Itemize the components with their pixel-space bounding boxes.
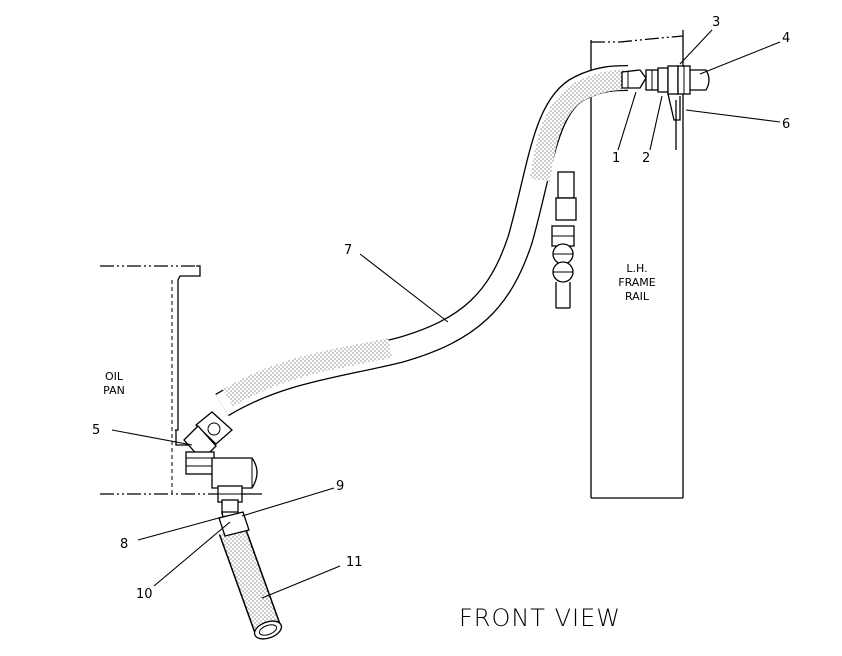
- callout-11: 11: [346, 555, 363, 570]
- lower-hose-fitting: [183, 411, 233, 475]
- frame-rail-label-line3: RAIL: [625, 290, 650, 303]
- callout-8: 8: [120, 537, 128, 552]
- callout-5: 5: [92, 423, 100, 438]
- leader-lines: [111, 29, 781, 599]
- secondary-line: [551, 171, 577, 309]
- callout-4: 4: [782, 31, 790, 46]
- drain-hose: [218, 511, 283, 640]
- callout-2: 2: [642, 151, 650, 166]
- tee-fitting: [211, 457, 258, 515]
- frame-rail-label-line1: L.H.: [626, 262, 647, 275]
- callout-7: 7: [344, 243, 352, 258]
- oil-pan-label: OIL PAN: [103, 370, 125, 397]
- callout-1: 1: [612, 151, 620, 166]
- oil-pan: [100, 265, 262, 495]
- frame-rail-label-line2: FRAME: [618, 276, 656, 289]
- frame-rail: [590, 30, 684, 499]
- main-hose: [215, 65, 629, 417]
- upper-hose-fittings: [621, 65, 710, 121]
- callout-9: 9: [336, 479, 344, 494]
- callout-3: 3: [712, 15, 720, 30]
- oil-pan-label-line1: OIL: [105, 370, 124, 383]
- oil-pan-label-line2: PAN: [103, 384, 125, 397]
- frame-rail-label: L.H. FRAME RAIL: [618, 262, 656, 303]
- view-title: FRONT VIEW: [459, 604, 621, 632]
- callout-6: 6: [782, 117, 790, 132]
- callout-10: 10: [136, 587, 153, 602]
